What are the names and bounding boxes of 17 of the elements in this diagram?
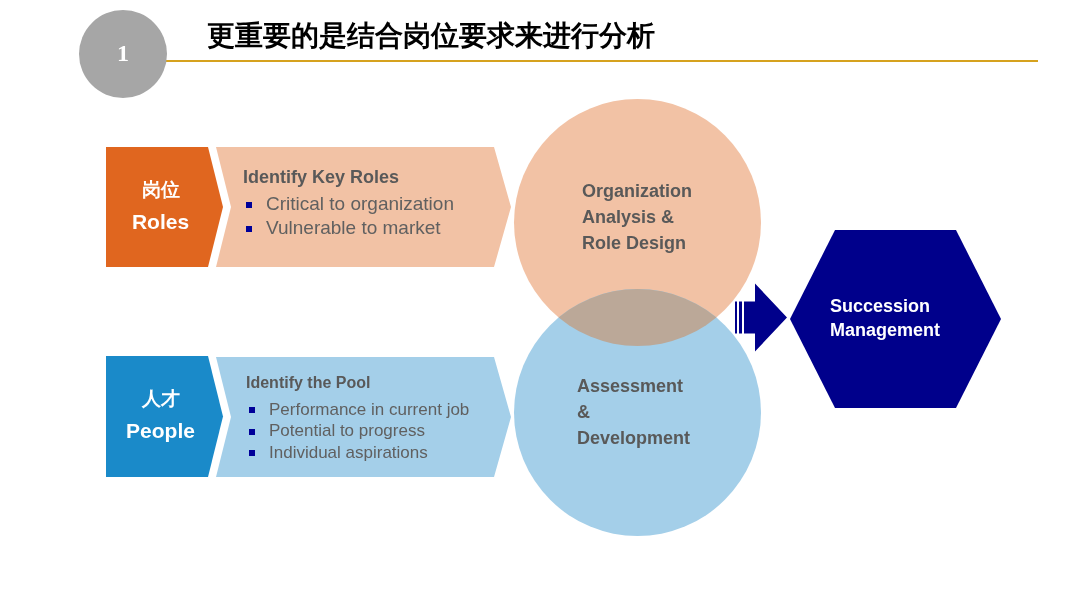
chinese-label: 岗位: [140, 177, 181, 202]
bullet-item: Critical to organization: [243, 193, 454, 215]
english-label: Roles: [130, 210, 191, 234]
step-number: 1: [116, 40, 130, 67]
block-arrow: [735, 283, 787, 352]
hexagon-label: Succession Management: [830, 295, 942, 342]
english-label: People: [125, 419, 196, 443]
slide-title: 更重要的是结合岗位要求来进行分析: [207, 18, 655, 54]
circle-label: Organization Analysis & Role Design: [582, 180, 693, 255]
chinese-label: 人才: [140, 386, 181, 411]
bullet-item: Performance in current job: [246, 399, 470, 420]
bullet-item: Individual aspirations: [246, 442, 428, 463]
bullet-item: Potential to progress: [246, 421, 425, 441]
heading: Identify the Pool: [246, 374, 371, 392]
bullet-item: Vulnerable to market: [243, 217, 441, 239]
circle-label: Assessment & Development: [577, 375, 692, 450]
heading: Identify Key Roles: [243, 167, 400, 188]
